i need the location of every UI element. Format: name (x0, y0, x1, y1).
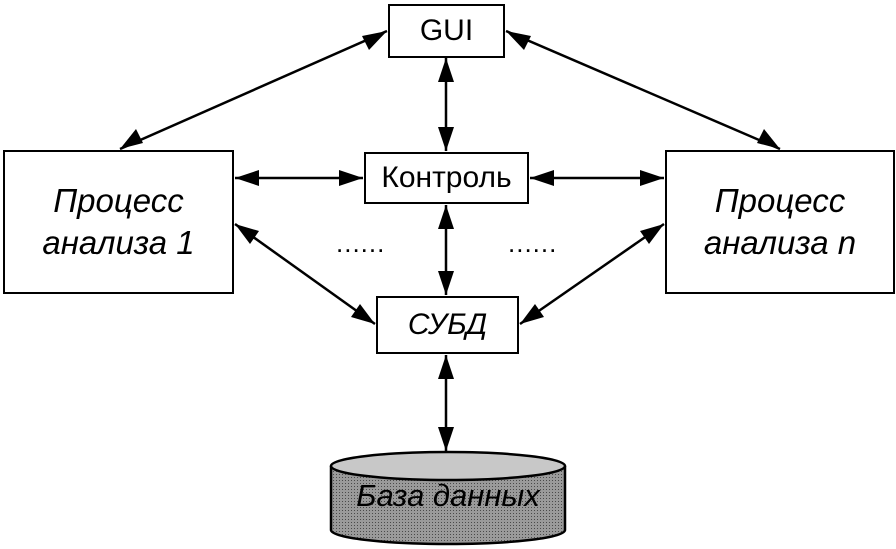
arrowhead (438, 271, 454, 295)
arrowhead (506, 31, 531, 50)
arrowhead (235, 170, 259, 186)
arrowhead (235, 224, 259, 244)
arrowhead (520, 304, 544, 324)
control-label: Контроль (381, 161, 512, 194)
arrowhead (438, 205, 454, 229)
database-label: База данных (356, 478, 540, 513)
process-n-label-line-2: анализа n (703, 224, 857, 261)
edge-gui-process-1 (119, 29, 388, 151)
arrowhead (339, 170, 363, 186)
process-1-label-line-2: анализа 1 (42, 224, 195, 261)
edge-process-n-dbms (519, 222, 665, 326)
process-n-label-line-1: Процесс (714, 182, 846, 219)
dbms-label: СУБД (407, 308, 488, 341)
arrowhead (351, 304, 375, 324)
arrowhead (438, 58, 454, 82)
process-1-box: Процесс анализа 1 (3, 150, 234, 294)
arrowhead (530, 170, 554, 186)
edge-process-1-dbms (234, 222, 376, 326)
process-1-label-line-1: Процесс (53, 182, 184, 219)
arrowhead (438, 127, 454, 151)
control-box: Контроль (364, 152, 529, 204)
gui-box: GUI (388, 4, 505, 58)
database-cylinder (329, 450, 567, 546)
database-cylinder-body (329, 466, 567, 546)
process-n-box: Процесс анализа n (665, 150, 895, 294)
edge-gui-process-n (505, 29, 781, 151)
database-cylinder-top (329, 450, 567, 482)
arrowhead (757, 129, 780, 149)
arrowheads-group (120, 31, 780, 451)
ellipsis-left: ...... (336, 228, 386, 258)
arrowhead (438, 355, 454, 379)
arrowhead (362, 31, 387, 50)
ellipsis-right: ...... (508, 228, 558, 258)
arrowhead (438, 427, 454, 451)
dbms-box: СУБД (376, 296, 519, 354)
arrowhead (120, 129, 143, 149)
arrowhead (640, 224, 664, 244)
arrowhead (640, 170, 664, 186)
gui-label: GUI (419, 14, 474, 47)
